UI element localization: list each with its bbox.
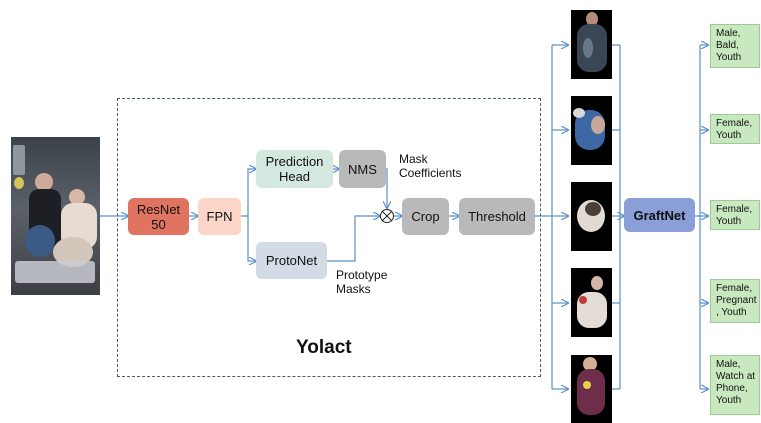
nms-node: NMS [339,150,386,188]
prototype-masks-label: Prototype Masks [336,268,388,296]
output-label-1: Male, Bald, Youth [710,24,760,68]
threshold-node: Threshold [459,198,535,235]
fpn-node: FPN [198,198,241,235]
crop-node: Crop [402,198,449,235]
prediction-head-node: Prediction Head [256,150,333,188]
instance-crop-5 [571,355,612,423]
arrow-protonet-to-combine [327,216,380,262]
yolact-region [117,98,541,377]
instance-crop-3 [571,182,612,251]
arrow-fpn-to-protonet [247,216,256,261]
instance-crop-2 [571,96,612,165]
mask-coefficients-label: Mask Coefficients [399,152,462,180]
arrow-fpn-to-prediction-head [241,169,256,217]
arrow-nms-to-combine [386,168,387,208]
output-label-3: Female, Youth [710,200,760,230]
input-image [11,137,100,295]
yolact-title: Yolact [296,337,352,358]
output-label-2: Female, Youth [710,114,760,144]
output-label-4: Female, Pregnant, Youth [710,279,760,323]
instance-crop-1 [571,10,612,79]
instance-crop-4 [571,268,612,337]
resnet50-node: ResNet 50 [128,198,189,235]
output-label-5: Male, Watch at Phone, Youth [710,355,760,415]
protonet-node: ProtoNet [256,242,327,279]
graftnet-node: GraftNet [624,198,695,232]
